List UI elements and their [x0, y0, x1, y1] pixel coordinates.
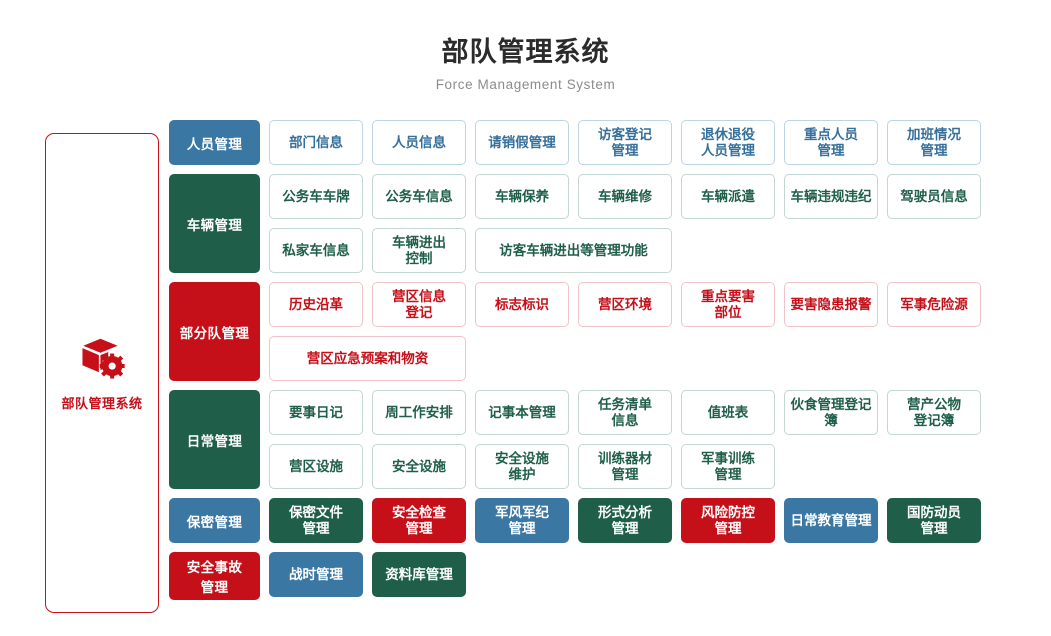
menu-tile[interactable]: 风险防控 管理	[681, 498, 775, 543]
menu-tile[interactable]: 军风军纪 管理	[475, 498, 569, 543]
menu-tile[interactable]: 公务车车牌	[269, 174, 363, 219]
menu-tile[interactable]: 安全检查 管理	[372, 498, 466, 543]
menu-tile[interactable]: 请销假管理	[475, 120, 569, 165]
menu-tile[interactable]: 重点人员 管理	[784, 120, 878, 165]
section-body: 公务车车牌公务车信息车辆保养车辆维修车辆派遣车辆违规违纪驾驶员信息私家车信息车辆…	[269, 174, 1051, 273]
brand-label: 部队管理系统	[61, 396, 143, 411]
menu-tile[interactable]: 车辆派遣	[681, 174, 775, 219]
menu-tile[interactable]: 车辆进出 控制	[372, 228, 466, 273]
page-header: 部队管理系统 Force Management System	[0, 0, 1051, 92]
menu-tile[interactable]: 私家车信息	[269, 228, 363, 273]
menu-tile[interactable]: 军事训练 管理	[681, 444, 775, 489]
menu-tile[interactable]: 营区信息 登记	[372, 282, 466, 327]
menu-tile[interactable]: 保密文件 管理	[269, 498, 363, 543]
section-body: 部门信息人员信息请销假管理访客登记 管理退休退役 人员管理重点人员 管理加班情况…	[269, 120, 1051, 165]
section: 车辆管理公务车车牌公务车信息车辆保养车辆维修车辆派遣车辆违规违纪驾驶员信息私家车…	[169, 174, 1051, 273]
menu-tile[interactable]: 公务车信息	[372, 174, 466, 219]
tile-row: 营区设施安全设施安全设施 维护训练器材 管理军事训练 管理	[269, 444, 1051, 489]
menu-tile[interactable]: 值班表	[681, 390, 775, 435]
main-board: 部队管理系统 人员管理部门信息人员信息请销假管理访客登记 管理退休退役 人员管理…	[0, 120, 1051, 613]
tile-row: 公务车车牌公务车信息车辆保养车辆维修车辆派遣车辆违规违纪驾驶员信息	[269, 174, 1051, 219]
section-header-button[interactable]: 日常管理	[169, 390, 260, 489]
section: 人员管理部门信息人员信息请销假管理访客登记 管理退休退役 人员管理重点人员 管理…	[169, 120, 1051, 165]
menu-tile[interactable]: 日常教育管理	[784, 498, 878, 543]
menu-tile[interactable]: 车辆违规违纪	[784, 174, 878, 219]
tile-row: 私家车信息车辆进出 控制访客车辆进出等管理功能	[269, 228, 1051, 273]
menu-tile[interactable]: 营区设施	[269, 444, 363, 489]
menu-tile[interactable]: 车辆保养	[475, 174, 569, 219]
menu-tile[interactable]: 访客车辆进出等管理功能	[475, 228, 672, 273]
tile-row: 部门信息人员信息请销假管理访客登记 管理退休退役 人员管理重点人员 管理加班情况…	[269, 120, 1051, 165]
menu-tile[interactable]: 标志标识	[475, 282, 569, 327]
cube-gear-icon	[77, 334, 127, 384]
menu-tile[interactable]: 形式分析 管理	[578, 498, 672, 543]
tile-row: 历史沿革营区信息 登记标志标识营区环境重点要害 部位要害隐患报警军事危险源	[269, 282, 1051, 327]
section: 日常管理要事日记周工作安排记事本管理任务清单 信息值班表伙食管理登记簿营产公物 …	[169, 390, 1051, 489]
menu-tile[interactable]: 人员信息	[372, 120, 466, 165]
tile-row: 营区应急预案和物资	[269, 336, 1051, 381]
menu-tile[interactable]: 资料库管理	[372, 552, 466, 597]
menu-tile[interactable]: 伙食管理登记簿	[784, 390, 878, 435]
menu-tile[interactable]: 历史沿革	[269, 282, 363, 327]
section-header-button[interactable]: 安全事故 管理	[169, 552, 260, 600]
section-header-button[interactable]: 人员管理	[169, 120, 260, 165]
menu-tile[interactable]: 营产公物 登记簿	[887, 390, 981, 435]
section-body: 历史沿革营区信息 登记标志标识营区环境重点要害 部位要害隐患报警军事危险源营区应…	[269, 282, 1051, 381]
tile-row: 保密文件 管理安全检查 管理军风军纪 管理形式分析 管理风险防控 管理日常教育管…	[269, 498, 1051, 543]
menu-tile[interactable]: 国防动员 管理	[887, 498, 981, 543]
page-subtitle: Force Management System	[435, 77, 616, 93]
menu-tile[interactable]: 安全设施 维护	[475, 444, 569, 489]
menu-tile[interactable]: 加班情况 管理	[887, 120, 981, 165]
section: 保密管理保密文件 管理安全检查 管理军风军纪 管理形式分析 管理风险防控 管理日…	[169, 498, 1051, 543]
tile-row: 战时管理资料库管理	[269, 552, 1051, 597]
menu-tile[interactable]: 军事危险源	[887, 282, 981, 327]
menu-tile[interactable]: 要害隐患报警	[784, 282, 878, 327]
section: 安全事故 管理战时管理资料库管理	[169, 552, 1051, 600]
section-body: 保密文件 管理安全检查 管理军风军纪 管理形式分析 管理风险防控 管理日常教育管…	[269, 498, 1051, 543]
section: 部分队管理历史沿革营区信息 登记标志标识营区环境重点要害 部位要害隐患报警军事危…	[169, 282, 1051, 381]
menu-tile[interactable]: 要事日记	[269, 390, 363, 435]
menu-tile[interactable]: 部门信息	[269, 120, 363, 165]
page-title: 部队管理系统	[441, 37, 610, 67]
sections-container: 人员管理部门信息人员信息请销假管理访客登记 管理退休退役 人员管理重点人员 管理…	[169, 120, 1051, 609]
menu-tile[interactable]: 车辆维修	[578, 174, 672, 219]
brand-panel: 部队管理系统	[45, 133, 159, 613]
menu-tile[interactable]: 营区应急预案和物资	[269, 336, 466, 381]
menu-tile[interactable]: 周工作安排	[372, 390, 466, 435]
menu-tile[interactable]: 训练器材 管理	[578, 444, 672, 489]
menu-tile[interactable]: 退休退役 人员管理	[681, 120, 775, 165]
menu-tile[interactable]: 记事本管理	[475, 390, 569, 435]
section-header-button[interactable]: 保密管理	[169, 498, 260, 543]
menu-tile[interactable]: 任务清单 信息	[578, 390, 672, 435]
menu-tile[interactable]: 驾驶员信息	[887, 174, 981, 219]
section-header-button[interactable]: 部分队管理	[169, 282, 260, 381]
menu-tile[interactable]: 战时管理	[269, 552, 363, 597]
menu-tile[interactable]: 安全设施	[372, 444, 466, 489]
menu-tile[interactable]: 营区环境	[578, 282, 672, 327]
section-body: 要事日记周工作安排记事本管理任务清单 信息值班表伙食管理登记簿营产公物 登记簿营…	[269, 390, 1051, 489]
tile-row: 要事日记周工作安排记事本管理任务清单 信息值班表伙食管理登记簿营产公物 登记簿	[269, 390, 1051, 435]
menu-tile[interactable]: 访客登记 管理	[578, 120, 672, 165]
section-body: 战时管理资料库管理	[269, 552, 1051, 600]
menu-tile[interactable]: 重点要害 部位	[681, 282, 775, 327]
section-header-button[interactable]: 车辆管理	[169, 174, 260, 273]
